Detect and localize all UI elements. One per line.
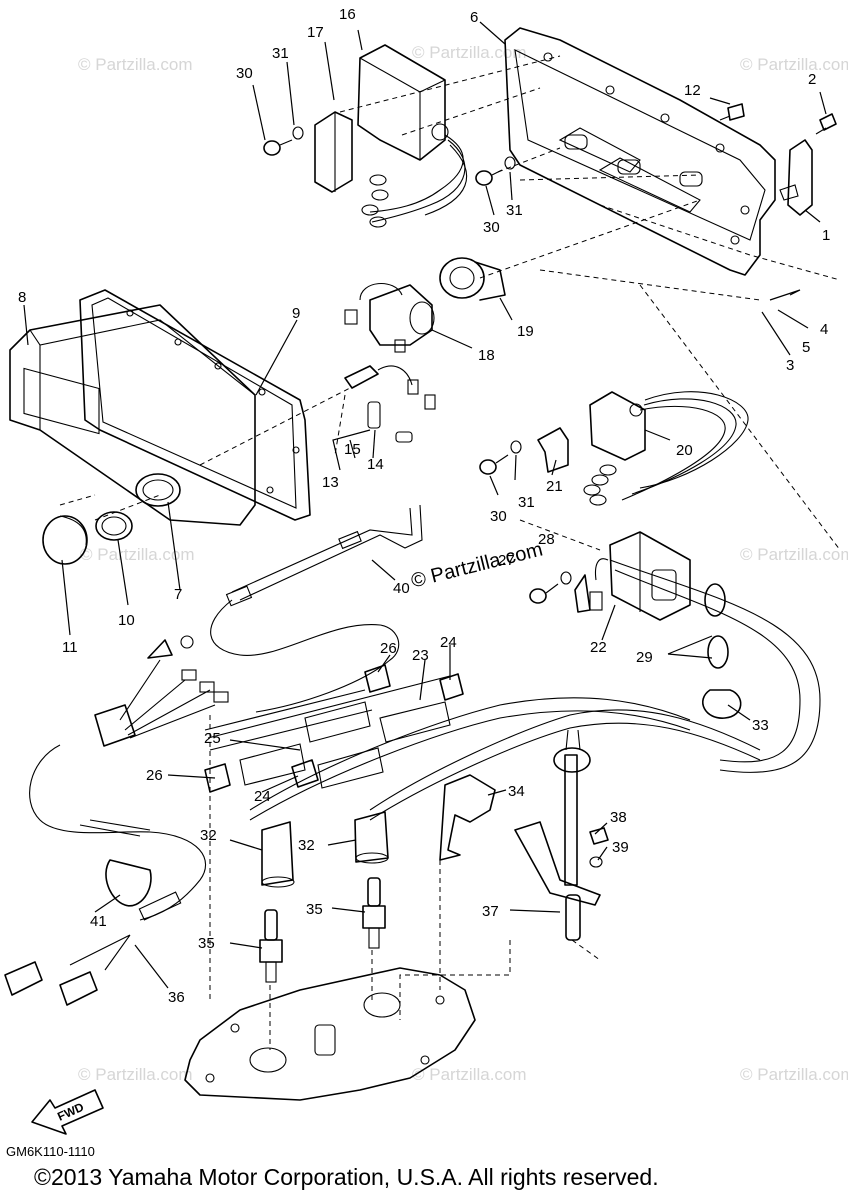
watermark-center: © Partzilla.com	[409, 539, 545, 593]
screw-part	[263, 126, 516, 186]
callout-5: 5	[802, 339, 810, 356]
callout-9: 9	[292, 305, 300, 322]
callout-3: 3	[786, 357, 794, 374]
watermark: © Partzilla.com	[80, 545, 195, 564]
callout-26b: 26	[146, 767, 163, 784]
spark-plug	[259, 877, 386, 983]
callout-35b: 35	[198, 935, 215, 952]
callout-27: 27	[498, 552, 515, 569]
callout-19: 19	[517, 323, 534, 340]
callout-31c: 31	[518, 494, 535, 511]
callout-10: 10	[118, 612, 135, 629]
callout-41: 41	[90, 913, 107, 930]
fuse-holder	[344, 365, 436, 443]
callout-7: 7	[174, 586, 182, 603]
watermark: © Partzilla.com	[740, 55, 848, 74]
ignition-coil	[529, 531, 691, 621]
callout-6: 6	[470, 9, 478, 26]
callout-15: 15	[344, 441, 361, 458]
callout-39: 39	[612, 839, 629, 856]
callout-31b: 31	[506, 202, 523, 219]
callout-29: 29	[636, 649, 653, 666]
relay-part	[344, 282, 435, 353]
callout-32: 32	[200, 827, 217, 844]
callout-17: 17	[307, 24, 324, 41]
callout-40: 40	[393, 580, 410, 597]
watermark-layer: © Partzilla.com © Partzilla.com © Partzi…	[78, 43, 848, 1084]
bracket-34	[439, 774, 496, 861]
callout-30c: 30	[490, 508, 507, 525]
callout-18: 18	[478, 347, 495, 364]
callout-24: 24	[440, 634, 457, 651]
cover-cap	[42, 511, 133, 565]
rectifier-part	[583, 391, 749, 506]
watermark: © Partzilla.com	[412, 43, 527, 62]
callout-28: 28	[538, 531, 555, 548]
callout-36: 36	[168, 989, 185, 1006]
bracket-part	[779, 139, 813, 216]
bolt-part	[719, 103, 837, 135]
callout-4: 4	[820, 321, 828, 338]
watermark: © Partzilla.com	[740, 545, 848, 564]
wire-harness	[4, 635, 229, 1006]
callout-30: 30	[236, 65, 253, 82]
cable-part	[210, 504, 423, 713]
fwd-label: FWD	[55, 1100, 86, 1124]
fwd-arrow-icon: FWD	[31, 1089, 104, 1135]
electrical-box-base	[504, 27, 776, 276]
rectifier-boot	[439, 257, 506, 301]
callout-8: 8	[18, 289, 26, 306]
callout-12: 12	[684, 82, 701, 99]
leader-lines	[23, 21, 827, 989]
callout-13: 13	[322, 474, 339, 491]
callout-22: 22	[590, 639, 607, 656]
callout-35: 35	[306, 901, 323, 918]
callout-31: 31	[272, 45, 289, 62]
assembly-lines	[59, 55, 841, 1050]
electrical-cover	[9, 304, 256, 526]
watermark: © Partzilla.com	[740, 1065, 848, 1084]
wire-sleeves	[204, 559, 821, 821]
callout-11: 11	[62, 639, 78, 656]
callout-37: 37	[482, 903, 499, 920]
callout-23: 23	[412, 647, 429, 664]
callout-25: 25	[204, 730, 221, 747]
callout-1: 1	[822, 227, 830, 244]
diagram-reference-code: GM6K110-1110	[6, 1144, 95, 1159]
clip-part	[479, 427, 569, 475]
callout-20: 20	[676, 442, 693, 459]
callout-2: 2	[808, 71, 816, 88]
sensor-assembly	[514, 729, 609, 941]
cdi-bracket	[314, 111, 353, 193]
cdi-unit	[357, 44, 468, 228]
copyright-notice: ©2013 Yamaha Motor Corporation, U.S.A. A…	[34, 1164, 659, 1190]
callout-14: 14	[367, 456, 384, 473]
watermark: © Partzilla.com	[412, 1065, 527, 1084]
callout-33: 33	[752, 717, 769, 734]
watermark: © Partzilla.com	[78, 1065, 193, 1084]
callout-26: 26	[380, 640, 397, 657]
callout-34: 34	[508, 783, 525, 800]
watermark: © Partzilla.com	[78, 55, 193, 74]
callout-21: 21	[546, 478, 563, 495]
callout-16: 16	[339, 6, 356, 23]
callout-38: 38	[610, 809, 627, 826]
callout-32b: 32	[298, 837, 315, 854]
plug-cap	[261, 811, 389, 888]
cover-gasket	[79, 289, 311, 521]
callout-30b: 30	[483, 219, 500, 236]
callout-24b: 24	[254, 788, 271, 805]
